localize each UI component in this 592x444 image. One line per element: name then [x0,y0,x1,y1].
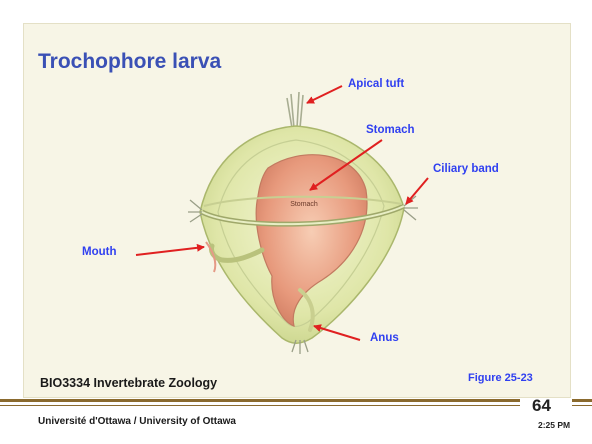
ciliary-band-arrow [406,178,428,204]
apical-tuft-label: Apical tuft [348,78,404,90]
figure-reference: Figure 25-23 [468,372,533,384]
footer-rule-thin [0,405,520,406]
anus-label: Anus [370,332,399,344]
footer-rule [0,399,520,402]
apical-tuft [287,92,303,128]
stomach-label: Stomach [366,124,415,136]
course-title: BIO3334 Invertebrate Zoology [40,376,217,390]
mouth-arrow [136,247,204,255]
university-name: Université d'Ottawa / University of Otta… [38,416,236,427]
apical-tuft-arrow [307,86,342,103]
anus-arrow [314,326,360,340]
slide-title: Trochophore larva [38,50,221,74]
ciliary-band-label: Ciliary band [433,163,499,175]
mouth-label: Mouth [82,246,116,258]
footer-rule-right [572,399,592,402]
stomach-inner-label: Stomach [290,201,318,208]
timestamp: 2:25 PM [538,420,570,430]
footer-rule-right-thin [572,405,592,406]
page-number: 64 [532,396,551,416]
